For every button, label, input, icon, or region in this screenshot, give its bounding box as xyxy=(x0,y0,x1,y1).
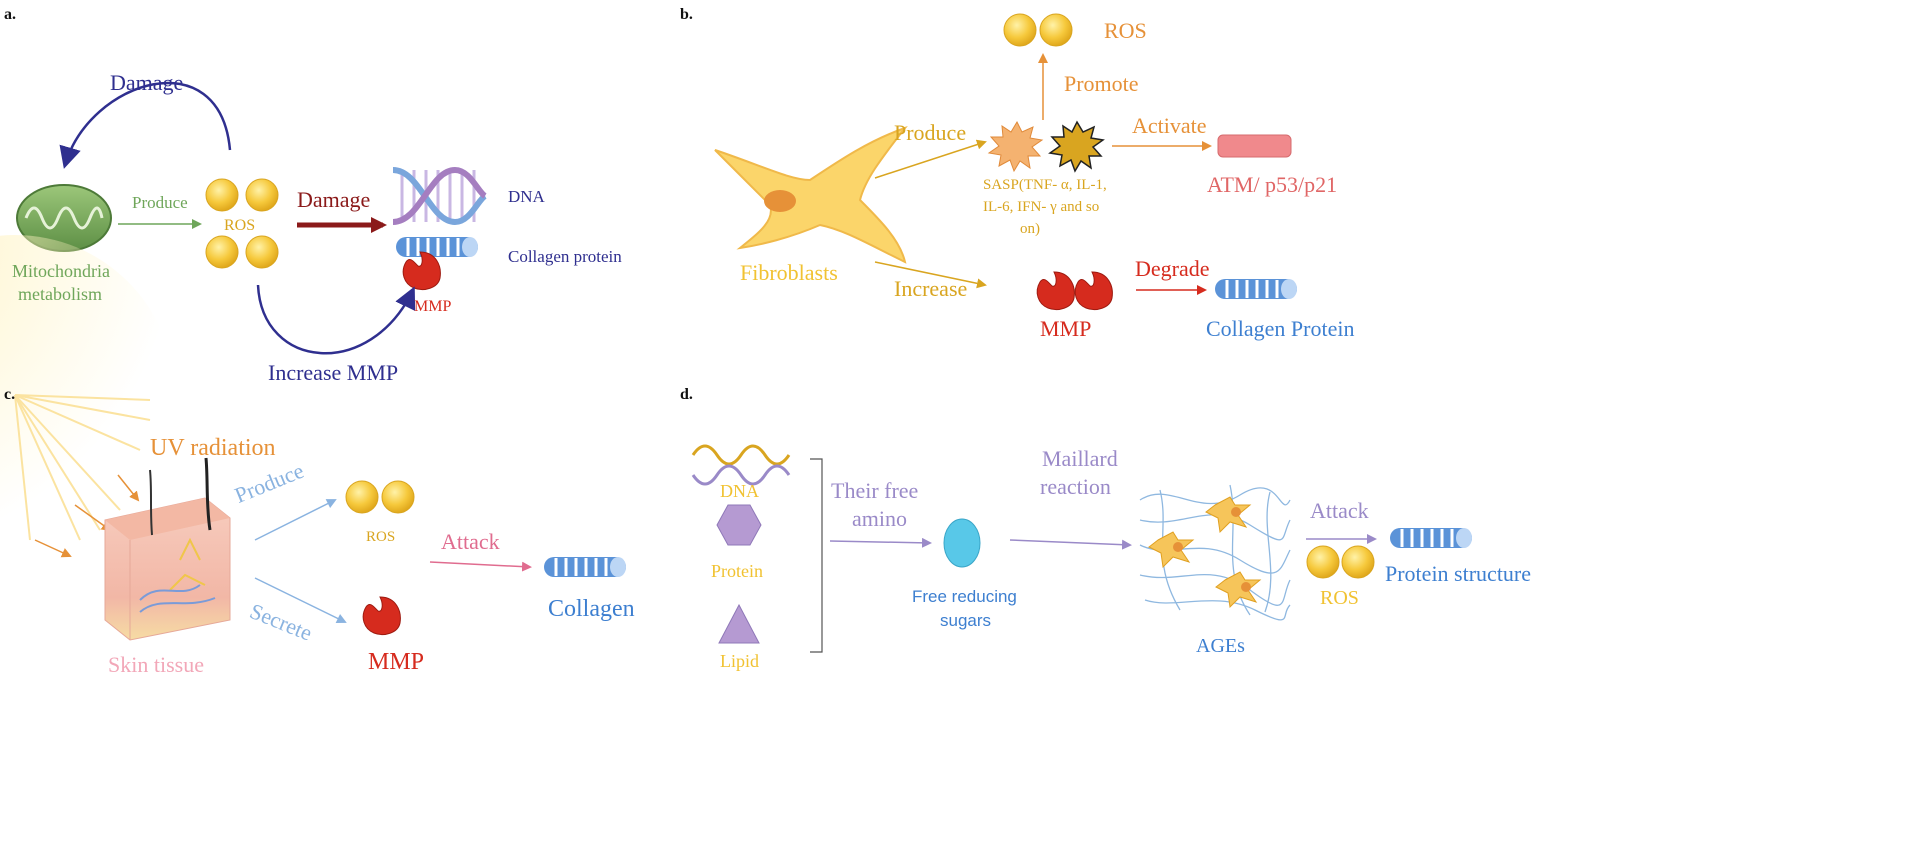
sasp-starburst-icon xyxy=(987,120,1105,173)
damage-right-label: Damage xyxy=(297,187,371,212)
damage-top-label: Damage xyxy=(110,70,184,95)
dna-icon-small xyxy=(691,444,791,486)
amino-label: amino xyxy=(852,506,907,531)
skin-tissue-label: Skin tissue xyxy=(108,652,204,677)
panel-c-art xyxy=(0,235,628,641)
produce-label: Produce xyxy=(132,193,188,212)
ages-label: AGEs xyxy=(1196,635,1245,657)
dna-label: DNA xyxy=(508,187,545,206)
protein-structure-label: Protein structure xyxy=(1385,561,1532,586)
sun-icon xyxy=(0,235,175,555)
ros-label: ROS xyxy=(224,217,256,234)
fibroblasts-label: Fibroblasts xyxy=(740,260,838,285)
maillard-label: Maillard xyxy=(1042,446,1118,471)
sugar-icon xyxy=(943,518,981,568)
skin-tissue-icon xyxy=(104,457,231,641)
ages-network-icon xyxy=(1139,484,1291,621)
lipid-triangle-icon xyxy=(718,603,760,644)
sasp-label-line3: on) xyxy=(1020,221,1040,237)
increase-label: Increase xyxy=(894,276,968,301)
free-reducing-label: Free reducing xyxy=(912,587,1017,606)
mmp-label: MMP xyxy=(1040,316,1092,341)
protein-label: Protein xyxy=(711,561,763,581)
uv-radiation-label: UV radiation xyxy=(150,435,276,461)
panel-b-art xyxy=(714,13,1299,311)
panel-b-letter: b. xyxy=(680,6,693,23)
metabolism-label: metabolism xyxy=(18,284,102,304)
sasp-label-line2: IL-6, IFN- γ and so xyxy=(983,199,1100,215)
ros-label: ROS xyxy=(1320,587,1359,609)
panel-a-art xyxy=(16,81,487,355)
collagen-label: Collagen xyxy=(548,596,635,622)
dna-helix-icon xyxy=(392,166,487,226)
panel-c-letter: c. xyxy=(4,386,16,403)
sasp-label-line1: SASP(TNF- α, IL-1, xyxy=(983,177,1107,193)
dna-label: DNA xyxy=(720,481,759,501)
mmp-label: MMP xyxy=(368,649,425,675)
ros-label: ROS xyxy=(366,529,396,545)
ros-label: ROS xyxy=(1104,18,1147,43)
their-free-label: Their free xyxy=(831,478,919,503)
protein-hexagon-icon xyxy=(716,504,762,546)
degrade-label: Degrade xyxy=(1135,256,1210,281)
sugars-label: sugars xyxy=(940,611,992,630)
collagen-protein-label: Collagen protein xyxy=(508,247,622,266)
mitochondria-label: Mitochondria xyxy=(12,261,110,281)
collagen-protein-label: Collagen Protein xyxy=(1206,316,1355,341)
promote-label: Promote xyxy=(1064,71,1139,96)
lipid-label: Lipid xyxy=(720,651,759,671)
atm-p53-p21-label: ATM/ p53/p21 xyxy=(1207,172,1338,197)
attack-label: Attack xyxy=(1310,498,1369,523)
produce-label: Produce xyxy=(894,120,967,145)
mmp-label: MMP xyxy=(414,298,452,315)
fibroblast-cell-icon xyxy=(714,125,908,264)
reaction-label: reaction xyxy=(1040,474,1111,499)
increase-mmp-label: Increase MMP xyxy=(268,360,399,385)
panel-a-letter: a. xyxy=(4,6,16,23)
panel-d-art xyxy=(691,444,1474,653)
attack-label: Attack xyxy=(441,529,500,554)
activate-label: Activate xyxy=(1132,113,1207,138)
panel-d-letter: d. xyxy=(680,386,693,403)
